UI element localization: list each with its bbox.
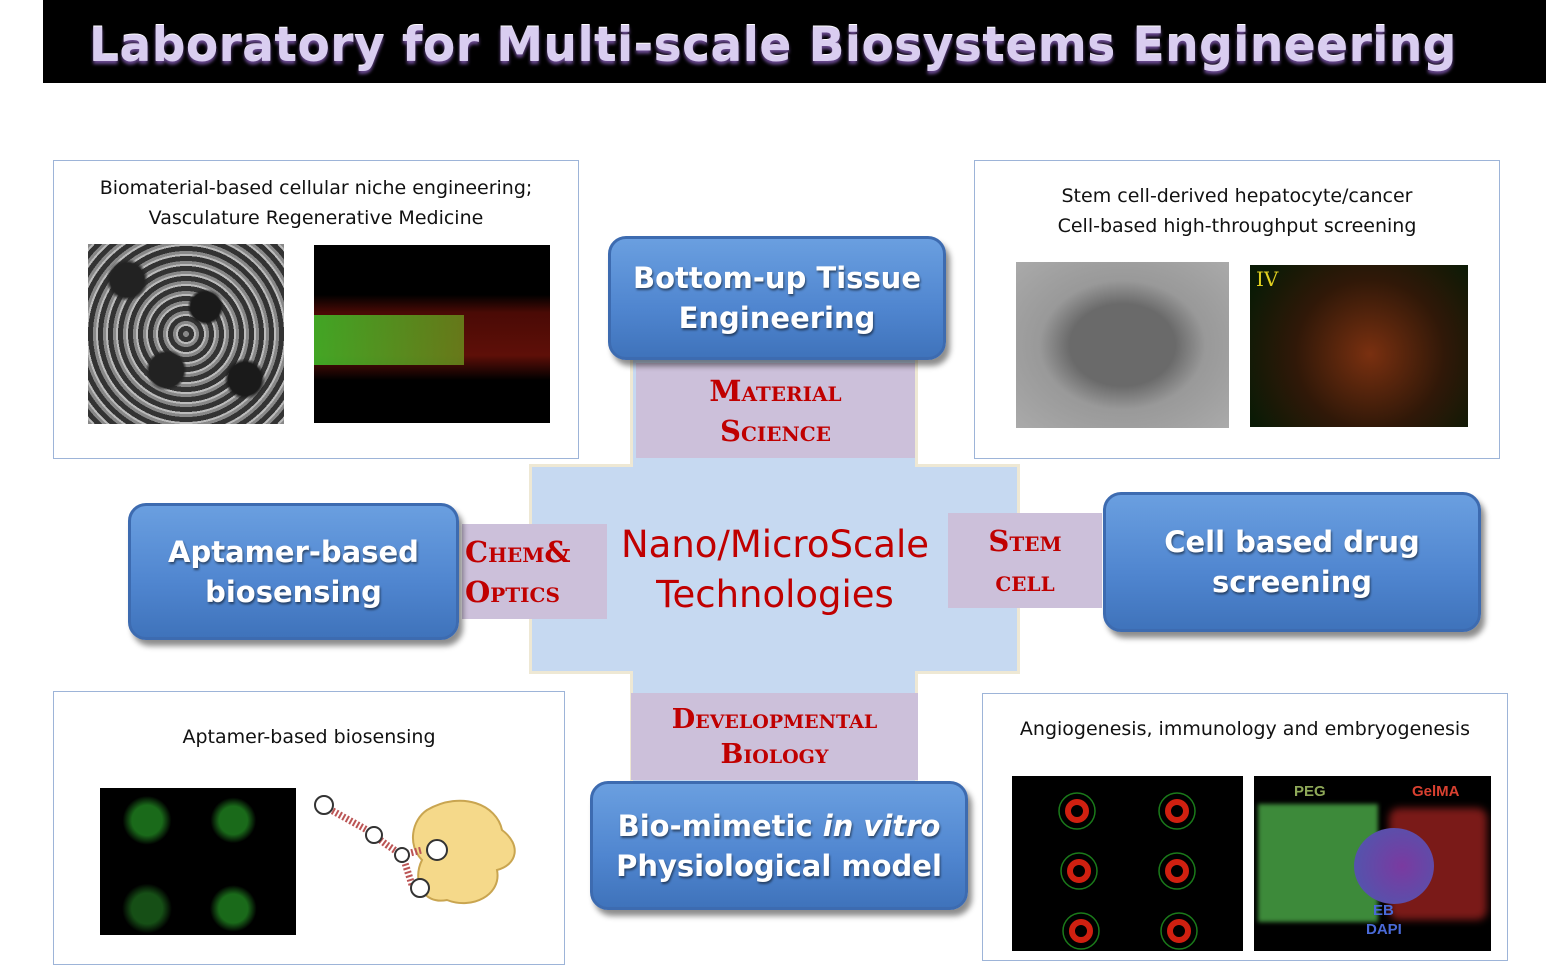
label-line: Biology bbox=[720, 738, 829, 770]
box-line: screening bbox=[1211, 565, 1373, 599]
box-line: Engineering bbox=[678, 301, 876, 335]
panel-caption: Angiogenesis, immunology and embryogenes… bbox=[1019, 718, 1471, 740]
label-line: Developmental bbox=[671, 703, 878, 735]
label-stem-cell: Stem cell bbox=[948, 513, 1102, 608]
label-chem-optics: Chem&Optics bbox=[462, 524, 607, 619]
panel-niche-engineering: Biomaterial-based cellular niche enginee… bbox=[53, 160, 579, 459]
well bbox=[1060, 852, 1098, 890]
box-text: Bio-mimetic bbox=[617, 808, 823, 843]
box-line: Aptamer-based bbox=[168, 534, 419, 569]
aptamer-biosensing-box: Aptamer-based biosensing bbox=[128, 503, 459, 640]
panel-caption: Biomaterial-based cellular niche enginee… bbox=[99, 177, 533, 199]
box-text-italic: in vitro bbox=[822, 808, 941, 843]
peg-gelma-eb-image: PEG GelMA EB DAPI bbox=[1254, 776, 1491, 951]
box-line: Bio-mimetic in vitro bbox=[593, 806, 965, 846]
cell-drug-screening-box: Cell based drug screening bbox=[1103, 492, 1481, 632]
page-title: Laboratory for Multi-scale Biosystems En… bbox=[89, 18, 1457, 73]
panel-angiogenesis: Angiogenesis, immunology and embryogenes… bbox=[982, 693, 1508, 961]
panel-caption: Cell-based high-throughput screening bbox=[1057, 215, 1417, 237]
label-line: Chem& bbox=[465, 534, 571, 569]
box-line: biosensing bbox=[205, 574, 382, 609]
aptamer-fluorescence-image bbox=[100, 788, 296, 935]
gelma-label: GelMA bbox=[1412, 783, 1460, 800]
box-line: Cell based drug bbox=[1164, 525, 1420, 559]
dapi-label: DAPI bbox=[1366, 921, 1402, 938]
label-line: Stem bbox=[988, 523, 1062, 558]
eb-label: EB bbox=[1373, 902, 1394, 919]
peg-label: PEG bbox=[1294, 783, 1326, 800]
box-line: Bottom-up Tissue bbox=[633, 261, 921, 295]
label-line: Optics bbox=[465, 574, 560, 609]
well bbox=[1158, 852, 1196, 890]
microwell-rings bbox=[1058, 792, 1198, 950]
well bbox=[1160, 912, 1198, 950]
sem-scaffold-image bbox=[88, 244, 284, 424]
center-cross-fill bbox=[532, 467, 1017, 671]
panel-caption: Vasculature Regenerative Medicine bbox=[148, 207, 484, 229]
center-title-line1: Nano/MicroScale bbox=[620, 523, 930, 566]
header-bar bbox=[43, 0, 1546, 83]
panel-caption: Stem cell-derived hepatocyte/cancer bbox=[1061, 185, 1413, 207]
label-line: Material bbox=[709, 373, 842, 408]
vascular-fluorescence-image bbox=[314, 245, 550, 423]
aptamer-structure-illustration bbox=[314, 795, 516, 905]
green-channel bbox=[314, 315, 464, 365]
phase-contrast-colony-image bbox=[1016, 262, 1229, 428]
box-line: Physiological model bbox=[616, 848, 942, 883]
panel-aptamer-biosensing: Aptamer-based biosensing bbox=[53, 691, 565, 965]
image-label: IV bbox=[1256, 267, 1279, 291]
eb-sphere bbox=[1354, 828, 1434, 904]
well bbox=[1062, 912, 1100, 950]
microwell-array-image bbox=[1012, 776, 1243, 951]
label-line: cell bbox=[995, 563, 1055, 598]
well bbox=[1158, 792, 1196, 830]
panel-hepatocyte-screening: Stem cell-derived hepatocyte/cancer Cell… bbox=[974, 160, 1500, 459]
hepatocyte-fluorescence-image: IV bbox=[1250, 265, 1468, 427]
label-line: Science bbox=[720, 413, 831, 448]
center-title-line2: Technologies bbox=[656, 573, 894, 616]
panel-caption: Aptamer-based biosensing bbox=[182, 726, 436, 748]
well bbox=[1058, 792, 1096, 830]
